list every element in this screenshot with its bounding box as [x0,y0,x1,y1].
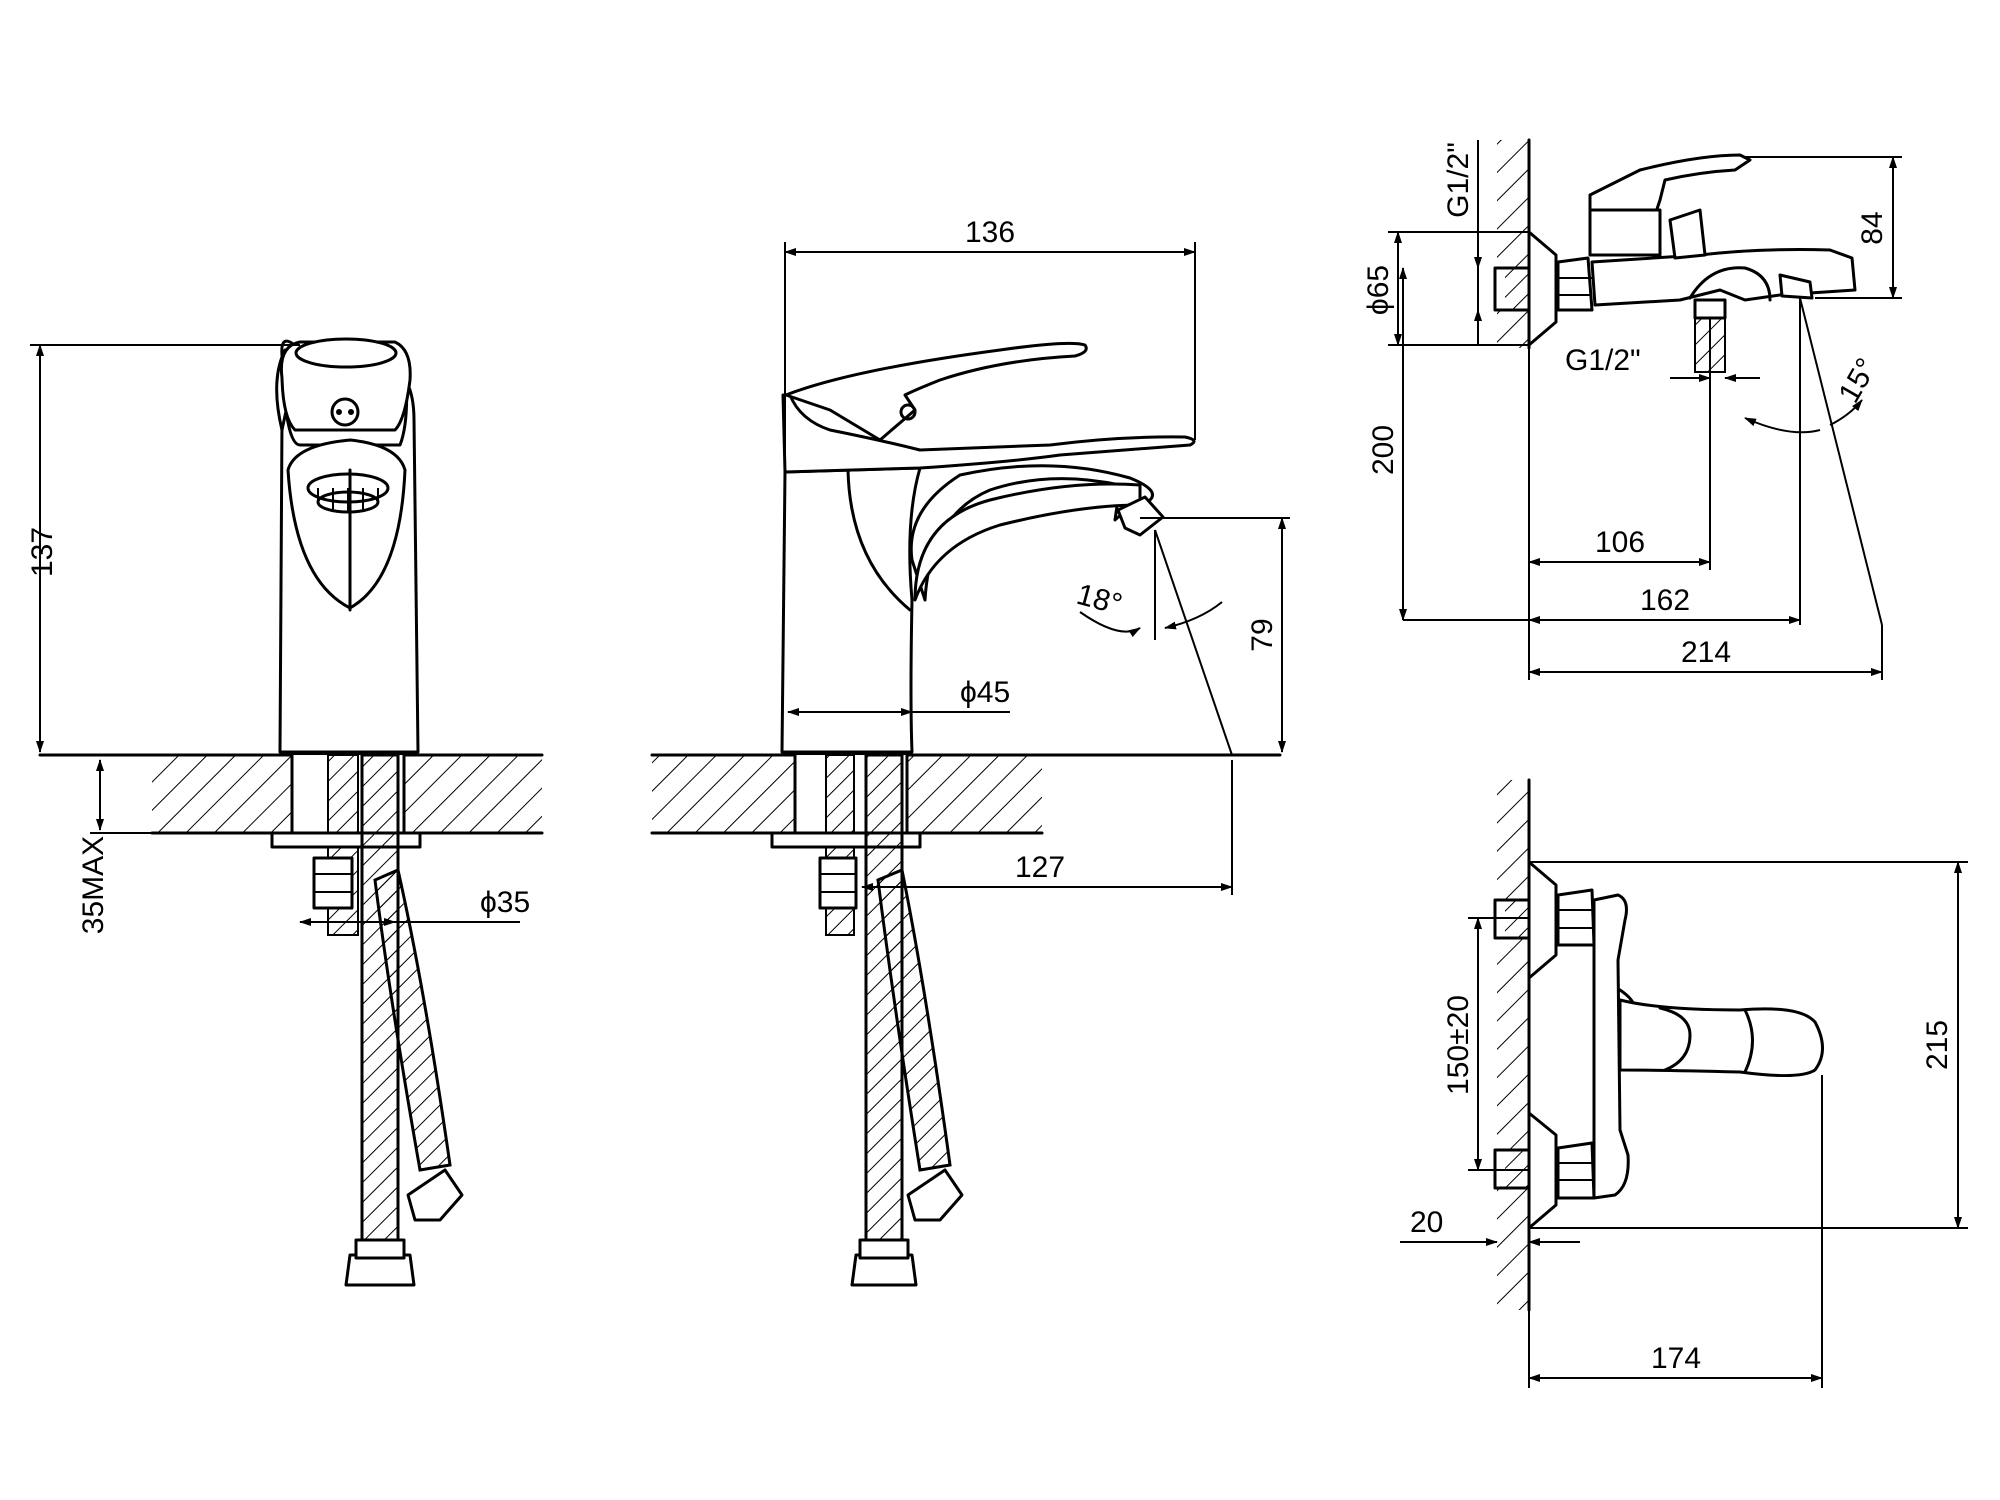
dim-phi65: ϕ65 [1362,265,1395,315]
bath-top-view: 150±20 215 20 174 [1400,778,1968,1388]
dim-79: 79 [1246,618,1279,651]
wall-hatch-top [1497,780,1529,1310]
lever-side [781,393,1196,474]
lever-top [1618,998,1824,1078]
dim-174: 174 [1651,1342,1701,1375]
bath-side-view: G1/2" ϕ65 84 G1/2" 15° 200 106 162 [1362,138,1902,680]
dim-84: 84 [1856,211,1889,244]
dim-phi35: ϕ35 [480,886,530,919]
dim-106: 106 [1595,526,1645,559]
bath-body-top [1592,893,1630,1200]
dim-phi45: ϕ45 [960,676,1010,709]
bath-body-side [1590,248,1857,307]
dim-215: 215 [1921,1020,1954,1070]
dim-200: 200 [1367,425,1400,475]
dim-18deg: 18° [1073,578,1125,622]
dim-137: 137 [26,527,59,577]
wall-hatch [1497,140,1529,348]
dim-15deg: 15° [1832,353,1883,409]
dim-150-20: 150±20 [1442,995,1475,1095]
nut [312,856,354,910]
mixer-body-side [780,466,922,754]
front-view: 137 35MAX ϕ35 [26,337,544,1287]
dim-35max: 35MAX [77,836,110,934]
label-g12-top: G1/2" [1442,142,1475,218]
dim-214: 214 [1681,636,1731,669]
spout-side [909,464,1154,602]
dim-136: 136 [965,216,1015,249]
dim-127: 127 [1015,851,1065,884]
side-view: 136 ϕ45 127 79 18° [650,216,1290,1287]
label-g12-bottom: G1/2" [1565,344,1641,377]
dim-162: 162 [1640,584,1690,617]
dim-20: 20 [1410,1206,1443,1239]
